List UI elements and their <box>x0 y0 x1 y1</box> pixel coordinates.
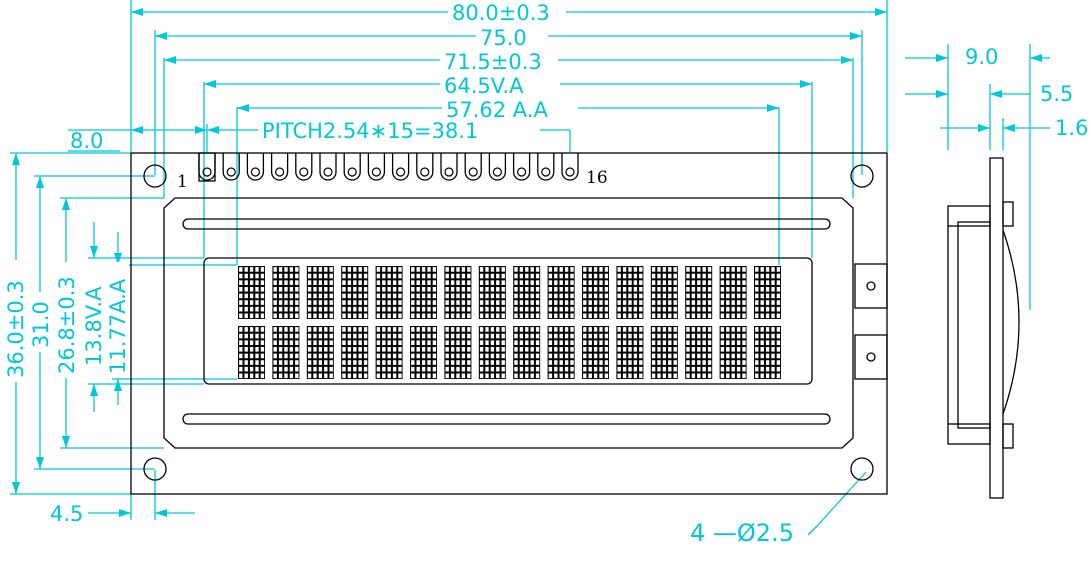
mounting-hole-bottom-right <box>850 457 874 481</box>
character-cell <box>719 266 747 319</box>
dim-hole-spacing-height: 31.0 <box>29 301 53 348</box>
pcb-outline <box>130 152 888 495</box>
character-cell <box>375 266 403 319</box>
character-cell <box>513 266 541 319</box>
character-cell <box>547 326 575 379</box>
character-cell <box>582 266 609 319</box>
dim-pin1-offset: 8.0 <box>70 129 103 153</box>
pin-label-first: 1 <box>177 172 188 192</box>
pin <box>488 153 507 181</box>
pin <box>270 153 289 181</box>
character-cell <box>410 326 437 379</box>
pin <box>537 153 555 181</box>
mounting-hole-top-right <box>850 164 874 188</box>
character-cell <box>341 266 369 319</box>
pin <box>319 153 337 181</box>
character-cell <box>341 326 369 379</box>
dim-bezel-height: 26.8±0.3 <box>55 276 79 374</box>
character-cell <box>547 266 575 319</box>
led-connector <box>854 263 888 380</box>
character-cell <box>410 266 437 319</box>
pin <box>367 153 386 181</box>
dim-viewing-area-width: 64.5V.A <box>444 74 524 98</box>
character-cell <box>650 266 678 319</box>
pin <box>391 153 410 181</box>
side-tab-bottom <box>1002 423 1014 449</box>
character-cell <box>238 266 265 319</box>
dim-side-depth-total: 9.0 <box>965 45 998 69</box>
dim-side-depth-module: 5.5 <box>1040 82 1073 106</box>
dim-active-area-height: 11.77A.A <box>106 278 130 374</box>
character-cell <box>444 266 472 319</box>
character-cell <box>306 326 334 379</box>
bezel-outline <box>163 197 854 449</box>
dim-hole-spacing-width: 75.0 <box>480 26 527 50</box>
side-view <box>947 157 1020 499</box>
light-guide-top <box>182 218 831 230</box>
character-cell <box>478 326 506 379</box>
pin <box>222 153 240 181</box>
side-backlight <box>1002 229 1020 415</box>
pin <box>198 152 216 182</box>
pin <box>440 153 458 181</box>
pin <box>561 153 579 181</box>
dim-side-pcb-thickness: 1.6 <box>1055 116 1088 140</box>
character-cell <box>685 266 713 319</box>
dim-overall-height: 36.0±0.3 <box>4 280 28 378</box>
pin <box>343 153 361 181</box>
character-cell <box>754 266 781 319</box>
dim-overall-width: 80.0±0.3 <box>452 1 550 25</box>
pin-header <box>198 152 579 182</box>
dim-active-area-width: 57.62 A.A <box>446 98 548 122</box>
dim-hole-offset: 4.5 <box>50 502 83 526</box>
character-cell <box>478 266 506 319</box>
character-cell <box>272 326 300 379</box>
character-cell <box>616 266 644 319</box>
side-bezel-top <box>947 205 991 227</box>
character-cell <box>582 326 609 379</box>
character-cell <box>444 326 472 379</box>
character-cell <box>616 326 644 379</box>
dim-mounting-holes: 4 —Ø2.5 <box>690 519 794 547</box>
pin <box>416 153 434 181</box>
pin-label-last: 16 <box>586 168 608 188</box>
dim-bezel-width: 71.5±0.3 <box>444 50 542 74</box>
mounting-hole-top-left <box>143 164 167 188</box>
character-cell <box>719 326 747 379</box>
dim-viewing-area-height: 13.8V.A <box>82 286 106 366</box>
character-cell <box>375 326 403 379</box>
character-cell <box>650 326 678 379</box>
character-cell <box>272 266 300 319</box>
dim-pin-pitch: PITCH2.54∗15=38.1 <box>262 119 478 143</box>
pin <box>246 153 265 181</box>
light-guide-bottom <box>182 413 831 425</box>
mounting-hole-bottom-left <box>143 457 167 481</box>
character-matrix <box>238 266 781 379</box>
side-glass <box>957 221 991 429</box>
front-view <box>130 152 888 495</box>
character-cell <box>685 326 713 379</box>
character-cell <box>513 326 541 379</box>
pin <box>512 153 531 181</box>
character-cell <box>306 266 334 319</box>
pin <box>295 153 313 181</box>
side-pcb <box>989 157 1004 499</box>
viewing-area <box>203 257 813 385</box>
character-cell <box>238 326 265 379</box>
side-bezel-bottom <box>947 423 991 445</box>
pin <box>464 153 482 181</box>
side-tab-top <box>1002 201 1014 227</box>
character-cell <box>754 326 781 379</box>
